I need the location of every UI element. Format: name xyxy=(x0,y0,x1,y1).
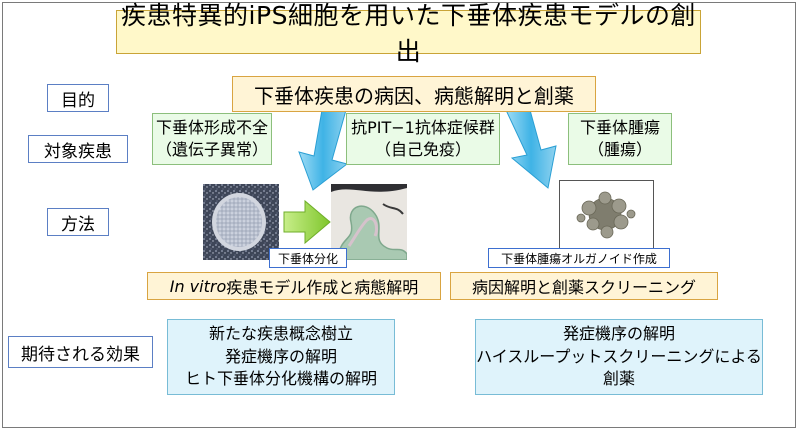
label-target-disease: 対象疾患 xyxy=(28,135,128,163)
organoid-image xyxy=(559,180,654,254)
disease-name: 下垂体形成不全 xyxy=(155,118,268,138)
effect-box-right: 発症機序の解明 ハイスループットスクリーニングによる 創薬 xyxy=(475,319,763,395)
disease-cause: （自己免疫） xyxy=(374,140,471,159)
effect-item: 発症機序の解明 xyxy=(562,324,675,344)
method-box-screening: 病因解明と創薬スクリーニング xyxy=(450,272,718,300)
method-text: 疾患モデル作成と病態解明 xyxy=(226,278,419,297)
down-arrow-icon xyxy=(298,109,349,191)
effect-item: ヒト下垂体分化機構の解明 xyxy=(184,369,377,389)
label-method: 方法 xyxy=(47,208,109,236)
disease-name: 抗PIT−1抗体症候群 xyxy=(351,118,495,138)
effect-item: 創薬 xyxy=(602,369,635,389)
disease-box-tumor: 下垂体腫瘍 （腫瘍） xyxy=(568,113,672,165)
purpose-box: 下垂体疾患の病因、病態解明と創薬 xyxy=(232,76,596,112)
right-arrow-icon xyxy=(283,199,331,245)
micrograph-image xyxy=(331,184,407,260)
effect-item: ハイスループットスクリーニングによる xyxy=(476,346,762,366)
disease-name: 下垂体腫瘍 xyxy=(579,118,660,138)
disease-cause: （腫瘍） xyxy=(587,140,652,159)
caption-differentiation: 下垂体分化 xyxy=(269,248,347,268)
disease-cause: （遺伝子異常） xyxy=(155,140,268,159)
caption-organoid: 下垂体腫瘍オルガノイド作成 xyxy=(488,248,670,268)
effect-box-left: 新たな疾患概念樹立 発症機序の解明 ヒト下垂体分化機構の解明 xyxy=(167,319,395,395)
in-vitro-text: In vitro xyxy=(169,276,227,296)
method-box-in-vitro: In vitro 疾患モデル作成と病態解明 xyxy=(147,272,441,300)
effect-item: 発症機序の解明 xyxy=(224,346,337,366)
effect-item: 新たな疾患概念樹立 xyxy=(208,324,353,344)
disease-box-anti-pit1: 抗PIT−1抗体症候群 （自己免疫） xyxy=(346,113,500,165)
page-title: 疾患特異的iPS細胞を用いた下垂体疾患モデルの創出 xyxy=(116,1,701,66)
micrograph-image xyxy=(203,184,279,260)
label-expected-effect: 期待される効果 xyxy=(8,336,153,368)
disease-box-hypoplasia: 下垂体形成不全 （遺伝子異常） xyxy=(152,113,272,165)
label-purpose: 目的 xyxy=(47,84,109,112)
down-arrow-icon xyxy=(505,109,557,189)
